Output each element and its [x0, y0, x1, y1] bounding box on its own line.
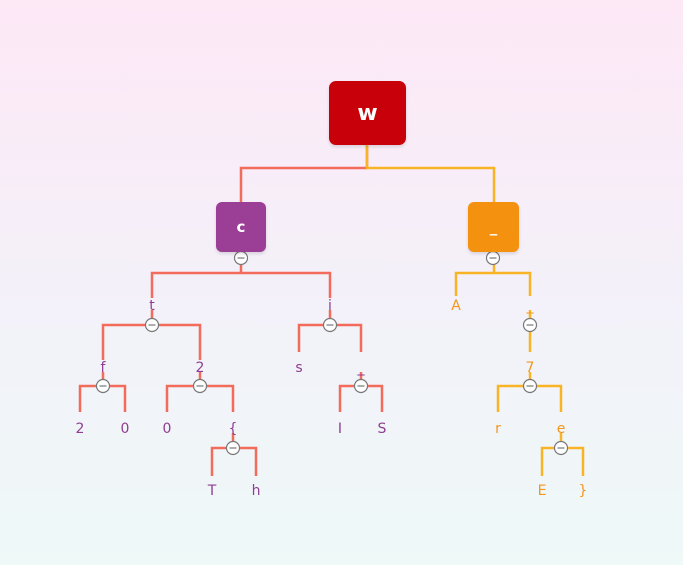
collapse-icon-i[interactable]: [322, 317, 338, 333]
node-e[interactable]: e: [556, 421, 566, 437]
node-close-brace[interactable]: }: [578, 483, 588, 499]
collapse-icon-i-underscore[interactable]: [353, 378, 369, 394]
node-r[interactable]: r: [495, 421, 501, 437]
node-I[interactable]: I: [337, 421, 343, 437]
node-underscore[interactable]: _: [468, 202, 519, 252]
collapse-icon-underscore[interactable]: [485, 250, 501, 266]
edge-root-left: [239, 145, 369, 202]
node-right-underscore[interactable]: _: [526, 298, 534, 314]
collapse-icon-e[interactable]: [553, 440, 569, 456]
node-f-2[interactable]: 2: [75, 421, 85, 437]
node-t-2[interactable]: 2: [195, 360, 205, 376]
collapse-icon-t2[interactable]: [192, 378, 208, 394]
collapse-icon-c[interactable]: [233, 250, 249, 266]
collapse-icon-brace[interactable]: [225, 440, 241, 456]
node-i[interactable]: i: [328, 298, 332, 314]
node-f[interactable]: f: [100, 360, 106, 376]
root-node[interactable]: w: [329, 81, 406, 145]
node-S[interactable]: S: [377, 421, 387, 437]
edge-root-right: [365, 145, 496, 202]
node-h[interactable]: h: [251, 483, 261, 499]
node-7[interactable]: 7: [525, 360, 535, 376]
node-f-0[interactable]: 0: [120, 421, 130, 437]
node-E[interactable]: E: [537, 483, 547, 499]
node-i-underscore[interactable]: _: [357, 360, 365, 376]
node-t2-0[interactable]: 0: [162, 421, 172, 437]
node-t[interactable]: t: [149, 298, 155, 314]
node-open-brace[interactable]: {: [228, 421, 238, 437]
node-A[interactable]: A: [451, 298, 461, 314]
node-c[interactable]: c: [216, 202, 266, 252]
collapse-icon-right-underscore[interactable]: [522, 317, 538, 333]
node-s[interactable]: s: [295, 360, 303, 376]
node-T[interactable]: T: [207, 483, 217, 499]
collapse-icon-f[interactable]: [95, 378, 111, 394]
collapse-icon-t[interactable]: [144, 317, 160, 333]
collapse-icon-7[interactable]: [522, 378, 538, 394]
edge-t-children: [101, 310, 202, 360]
